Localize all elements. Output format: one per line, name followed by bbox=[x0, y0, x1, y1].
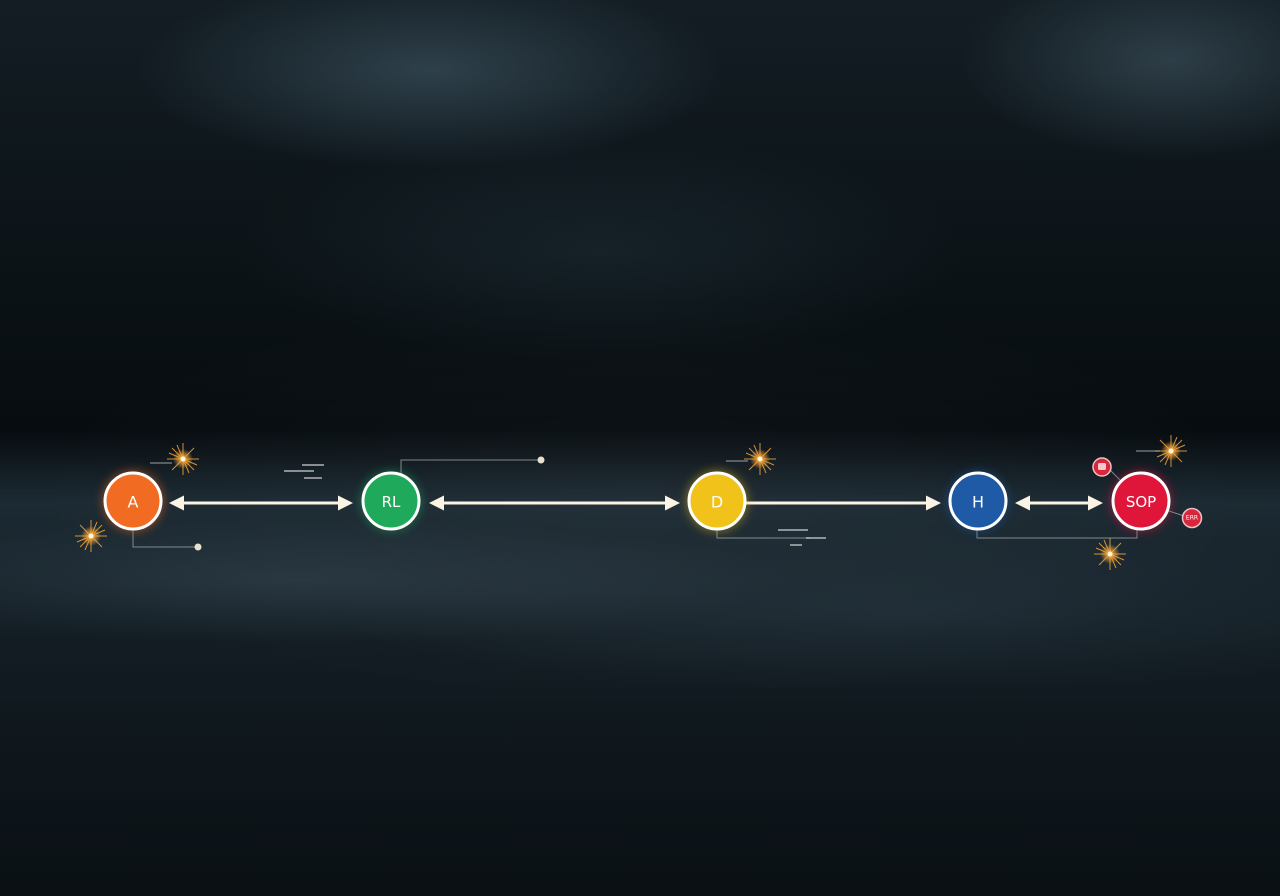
node-h-circle[interactable] bbox=[948, 471, 1008, 531]
connector-rl-above bbox=[400, 459, 541, 474]
badge-right[interactable]: ERR bbox=[1181, 507, 1203, 529]
badge-top-glyph bbox=[1098, 463, 1106, 470]
connector-a-below bbox=[132, 530, 198, 548]
node-sop-circle[interactable] bbox=[1111, 471, 1171, 531]
connector-dot-rl bbox=[537, 456, 545, 464]
node-rl-circle[interactable] bbox=[361, 471, 421, 531]
node-rl[interactable]: RL bbox=[361, 471, 421, 531]
sparkle-2 bbox=[75, 520, 107, 552]
badge-right-circle[interactable] bbox=[1181, 507, 1203, 529]
node-h-label: H bbox=[972, 493, 984, 512]
sparkle-4 bbox=[1155, 435, 1187, 467]
node-d-circle[interactable] bbox=[687, 471, 747, 531]
node-sop-label: SOP bbox=[1126, 493, 1156, 511]
node-rl-label: RL bbox=[382, 493, 401, 511]
badges: ERR bbox=[1092, 457, 1203, 529]
connector-h-sop-below bbox=[976, 530, 1138, 539]
badge-top[interactable] bbox=[1092, 457, 1112, 477]
connector-dot-a bbox=[194, 543, 202, 551]
node-d-label: D bbox=[711, 493, 723, 512]
sparkle-3 bbox=[744, 443, 776, 475]
sparkle-1 bbox=[167, 443, 199, 475]
motion-dashes bbox=[284, 464, 826, 546]
badge-right-label: ERR bbox=[1186, 515, 1198, 522]
connector-sop-badge-top bbox=[1109, 469, 1121, 481]
connector-lines bbox=[132, 456, 1185, 551]
sparkle-5 bbox=[1094, 538, 1126, 570]
nodes: A RL D H SOP bbox=[103, 471, 1171, 531]
sparkles bbox=[75, 435, 1187, 570]
node-sop[interactable]: SOP bbox=[1111, 471, 1171, 531]
node-d[interactable]: D bbox=[687, 471, 747, 531]
node-a[interactable]: A bbox=[103, 471, 163, 531]
connector-d-below bbox=[716, 530, 810, 539]
node-a-circle[interactable] bbox=[103, 471, 163, 531]
node-a-label: A bbox=[128, 493, 139, 512]
node-h[interactable]: H bbox=[948, 471, 1008, 531]
